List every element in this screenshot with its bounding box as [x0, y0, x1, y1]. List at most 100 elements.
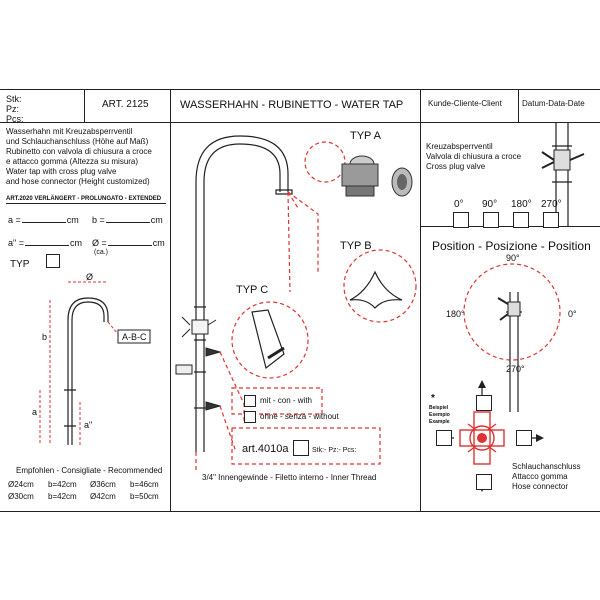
hose-bottom-checkbox[interactable]	[476, 474, 492, 490]
valve-line: Kreuzabsperrventil	[426, 142, 493, 151]
type-b-label: TYP B	[340, 240, 372, 252]
dim-phi-label: Ø =	[92, 238, 107, 248]
valve-line: Cross plug valve	[426, 162, 486, 171]
pcs-label: Pcs:	[6, 114, 24, 124]
description-line: Rubinetto con valvola di chiusura a croc…	[6, 147, 152, 156]
with-label: mit - con - with	[260, 396, 313, 405]
hose-left-checkbox[interactable]	[436, 430, 452, 446]
tap-main-drawing	[175, 135, 417, 472]
angle-0-checkbox[interactable]	[453, 212, 469, 228]
phi-label: Ø	[86, 272, 93, 282]
hose-top-checkbox[interactable]	[476, 395, 492, 411]
valve-section-rule	[420, 226, 600, 227]
unit: cm	[152, 238, 165, 248]
footer-rule	[0, 511, 600, 512]
position-0: 0°	[568, 309, 577, 319]
pz-label: Pz:	[6, 104, 20, 114]
recommended-cell: b=42cm	[48, 480, 77, 489]
thread-note: 3/4" Innengewinde - Filetto interno - In…	[202, 473, 377, 482]
date-field[interactable]: Datum-Data-Date	[522, 99, 585, 108]
hose-description: Schlauchanschluss Attacco gomma Hose con…	[512, 462, 580, 492]
angle-label: 0°	[454, 199, 464, 210]
valve-description: Kreuzabsperrventil Valvola di chiusura a…	[426, 142, 521, 172]
example-star: *	[431, 393, 435, 404]
dim-a-input[interactable]	[21, 213, 66, 223]
angle-180-checkbox[interactable]	[513, 212, 529, 228]
typ-label: TYP	[10, 259, 30, 270]
right-column-divider	[420, 89, 421, 511]
description-line: und Schlauchanschluss (Höhe auf Maß)	[6, 137, 149, 146]
recommended-row: Ø30cm b=42cm Ø42cm b=50cm	[8, 492, 168, 502]
left-column-divider	[170, 89, 171, 511]
extended-label: ART.2020 VERLÄNGERT - PROLUNGATO - EXTEN…	[6, 196, 166, 204]
article-number: ART. 2125	[102, 99, 149, 110]
unit: cm	[66, 215, 79, 225]
example-line: Beispiel	[429, 405, 449, 411]
example-line: Example	[429, 419, 450, 425]
recommended-cell: Ø24cm	[8, 480, 34, 489]
typ-c-spout	[251, 309, 285, 370]
client-field[interactable]: Kunde-Cliente-Client	[428, 99, 502, 108]
angle-label: 90°	[482, 199, 498, 210]
description-line: Wasserhahn mit Kreuzabsperrventil	[6, 127, 133, 136]
valve-line: Valvola di chiusura a croce	[426, 152, 522, 161]
unit: cm	[69, 238, 82, 248]
description-line: and hose connector (Height customized)	[6, 177, 150, 186]
position-title: Position - Posizione - Position	[432, 239, 591, 253]
dim-phi-input[interactable]	[107, 236, 152, 246]
type-c-label: TYP C	[236, 284, 269, 296]
a-label: a	[32, 407, 37, 417]
b-label: b	[42, 332, 47, 342]
header-divider	[84, 89, 85, 122]
article-4010a: art.4010a	[242, 443, 289, 455]
recommended-title: Empfohlen - Consigliate - Recommended	[16, 466, 163, 475]
type-a-label: TYP A	[350, 130, 381, 142]
typ-b-spout	[349, 270, 403, 309]
dim-phi: Ø = cm	[92, 236, 165, 249]
description: Wasserhahn mit Kreuzabsperrventil und Sc…	[6, 127, 168, 187]
dim-a-label: a =	[8, 215, 21, 225]
without-label: ohne - senza - without	[260, 412, 339, 421]
dim-b: b =cm	[92, 213, 163, 226]
dim-a: a = cm	[8, 213, 79, 226]
typ-a-connector	[341, 155, 413, 197]
recommended-row: Ø24cm b=42cm Ø36cm b=46cm	[8, 480, 168, 490]
pieces-label: Stk:- Pz:- Pcs:	[312, 447, 357, 454]
position-90: 90°	[506, 253, 520, 263]
page-title: WASSERHAHN - RUBINETTO - WATER TAP	[180, 99, 404, 111]
abc-label: A-B-C	[122, 332, 147, 342]
typ-checkbox[interactable]	[46, 254, 60, 268]
article-4010a-checkbox[interactable]	[293, 440, 309, 456]
position-180: 180°	[446, 309, 465, 319]
hose-line: Schlauchanschluss	[512, 462, 581, 471]
angle-270-checkbox[interactable]	[543, 212, 559, 228]
unit: cm	[150, 215, 163, 225]
angle-90-checkbox[interactable]	[483, 212, 499, 228]
recommended-cell: Ø30cm	[8, 492, 34, 501]
header-top-rule	[0, 89, 600, 90]
description-line: Water tap with cross plug valve	[6, 167, 117, 176]
recommended-cell: Ø42cm	[90, 492, 116, 501]
tap-dimension-drawing: A-B-C Ø b a a"	[32, 272, 151, 445]
angle-label: 180°	[511, 199, 532, 210]
without-checkbox[interactable]	[244, 411, 256, 423]
example-line: Esempio	[429, 412, 450, 418]
hose-line: Attacco gomma	[512, 472, 568, 481]
header-bottom-rule	[0, 122, 600, 123]
recommended-cell: Ø36cm	[90, 480, 116, 489]
hose-right-checkbox[interactable]	[516, 430, 532, 446]
angle-label: 270°	[541, 199, 562, 210]
recommended-cell: b=46cm	[130, 480, 159, 489]
recommended-cell: b=50cm	[130, 492, 159, 501]
with-checkbox[interactable]	[244, 395, 256, 407]
dim-a2: a" = cm	[8, 236, 82, 249]
a2-label: a"	[84, 420, 92, 430]
recommended-table: Ø24cm b=42cm Ø36cm b=46cm Ø30cm b=42cm Ø…	[8, 480, 168, 502]
stk-label: Stk:	[6, 94, 22, 104]
dim-b-input[interactable]	[105, 213, 150, 223]
dim-a2-label: a" =	[8, 238, 24, 248]
recommended-cell: b=42cm	[48, 492, 77, 501]
header-divider-date	[518, 89, 519, 122]
dim-a2-input[interactable]	[24, 236, 69, 246]
hose-line: Hose connector	[512, 482, 569, 491]
